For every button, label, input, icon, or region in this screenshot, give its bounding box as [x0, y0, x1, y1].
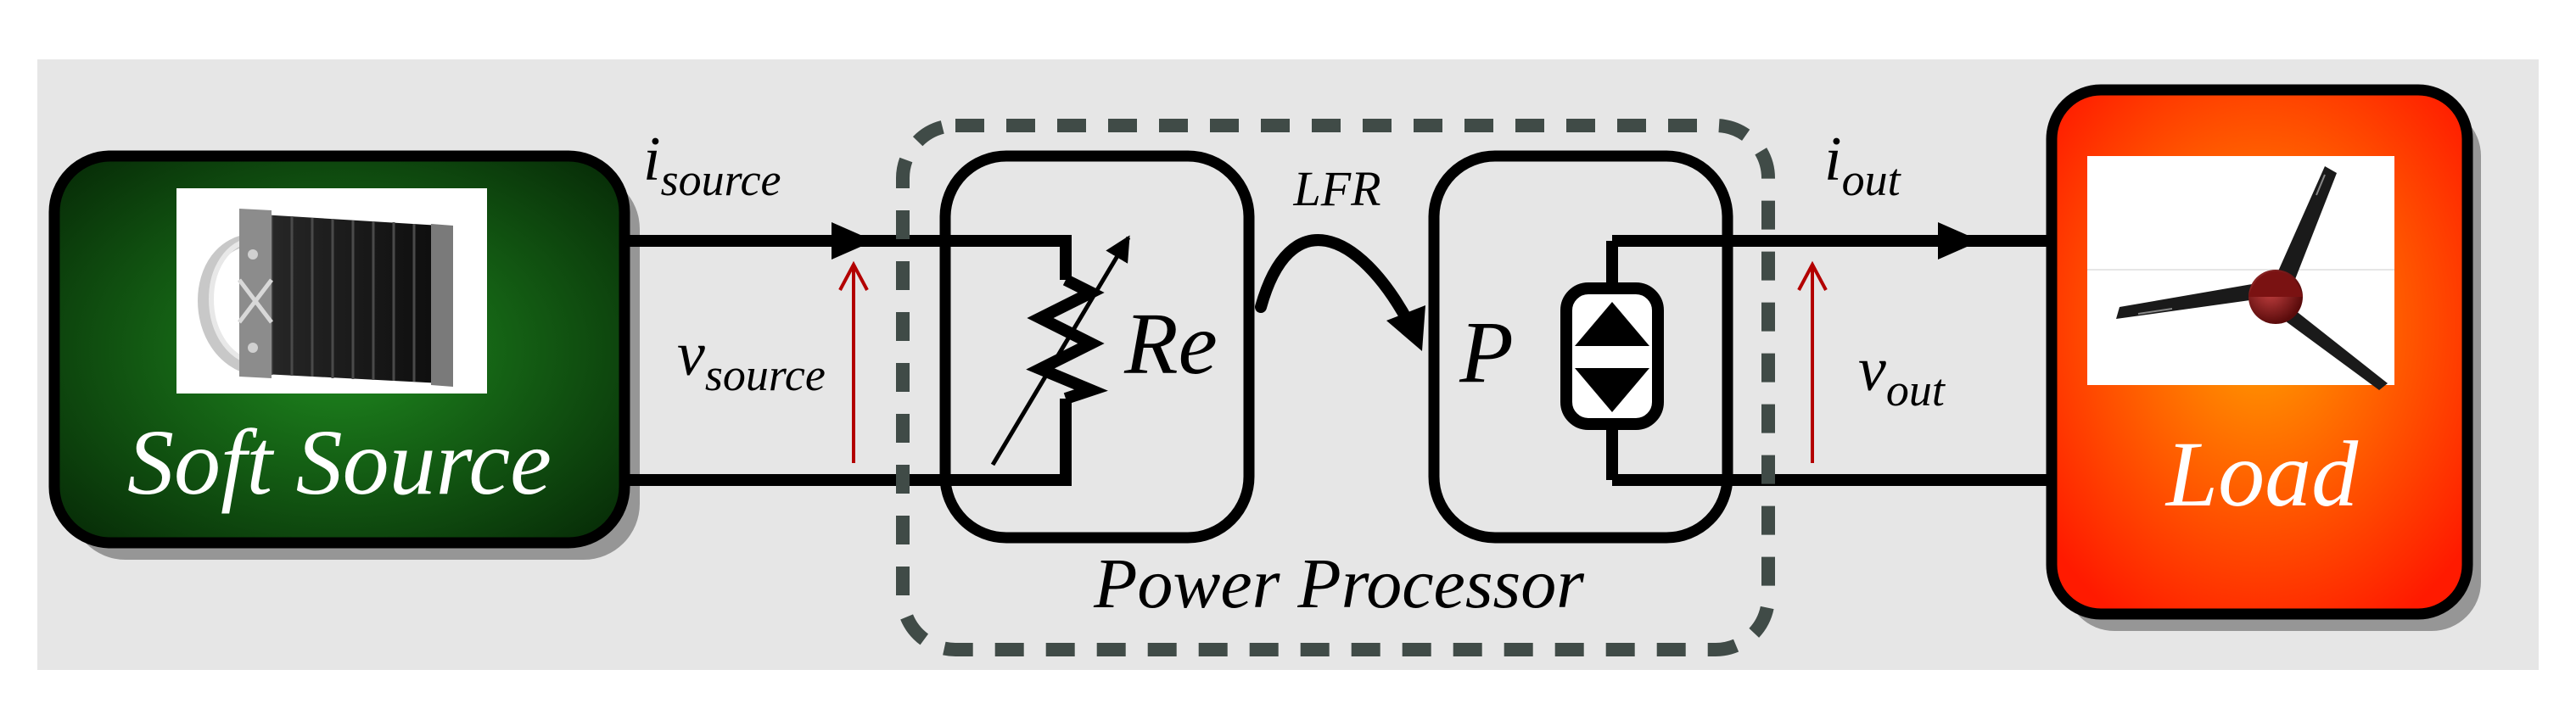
i-source-arrowhead [832, 222, 874, 260]
propeller-icon [2087, 156, 2394, 390]
lfr-arrowhead [1386, 305, 1425, 351]
resistor-label: Re [1123, 295, 1218, 393]
resistor-adjust-arrow [990, 235, 1131, 466]
resistor-block: Re [939, 150, 1255, 544]
load-block: Load [2046, 84, 2481, 631]
v-out-arrow [1797, 260, 1828, 463]
i-out-arrowhead [1938, 222, 1980, 260]
i-source-label: isource [643, 125, 781, 205]
soft-source-label: Soft Source [127, 410, 552, 514]
v-source-arrow [838, 260, 869, 463]
i-out-label: iout [1824, 125, 1902, 205]
power-source-block: P [1428, 150, 1733, 544]
fuel-cell-stack-icon [176, 188, 487, 394]
v-source-label: vsource [677, 320, 826, 400]
lfr-label: LFR [1292, 161, 1380, 216]
lfr-arrow [1255, 234, 1414, 328]
variable-resistor-icon [1026, 274, 1108, 405]
load-label: Load [2164, 422, 2359, 526]
power-processor-label: Power Processor [1093, 544, 1584, 623]
soft-source-block: Soft Source [48, 150, 640, 560]
bidirectional-source-icon [1560, 282, 1664, 430]
v-out-label: vout [1858, 335, 1946, 416]
power-source-label: P [1459, 304, 1514, 401]
power-processor-border [896, 119, 1775, 656]
